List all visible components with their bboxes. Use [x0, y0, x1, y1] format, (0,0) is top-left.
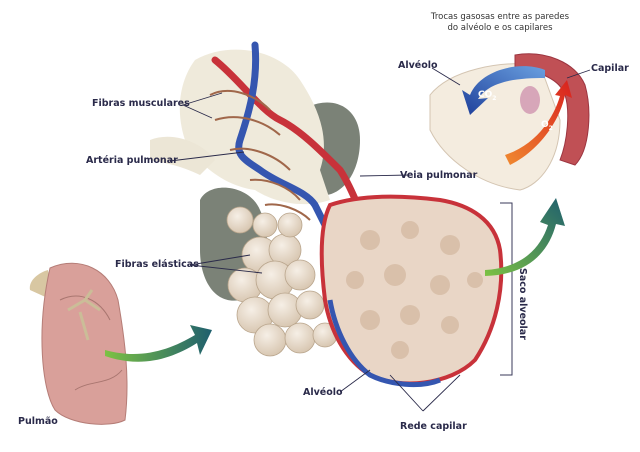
- caption-line-2: do alvéolo e os capilares: [447, 23, 553, 33]
- lung-illustration: [29, 262, 128, 425]
- label-alveolo: Alvéolo: [303, 387, 343, 398]
- label-rede-capilar: Rede capilar: [400, 421, 467, 432]
- gas-exchange-inset: [429, 53, 590, 191]
- label-veia-pulmonar: Veia pulmonar: [400, 170, 478, 181]
- muscle-fibers: [209, 90, 311, 221]
- inset-caption: Trocas gasosas entre as paredes do alvéo…: [420, 12, 580, 34]
- label-pulmao: Pulmão: [18, 416, 58, 427]
- pulmonary-vein: [235, 41, 334, 239]
- label-fibras-elasticas: Fibras elásticas: [115, 259, 199, 270]
- alveoli-cluster: [226, 206, 338, 357]
- saco-alveolar-bracket: [500, 202, 513, 376]
- label-capilar: Capilar: [591, 63, 629, 74]
- label-saco-alveolar: Saco alveolar: [517, 268, 528, 340]
- lung-to-alveoli-arrow: [105, 325, 212, 362]
- alveolar-sac-section: [319, 194, 504, 387]
- o2-sub: 2: [548, 124, 553, 132]
- caption-line-1: Trocas gasosas entre as paredes: [430, 12, 570, 22]
- co2-base: CO: [478, 90, 493, 100]
- co2-sub: 2: [492, 94, 497, 102]
- pulmonary-artery: [211, 56, 364, 214]
- alveolus-to-inset-arrow: [485, 198, 565, 276]
- label-co2: CO2: [478, 90, 496, 102]
- label-o2: O2: [541, 120, 553, 132]
- label-alveolo-inset: Alvéolo: [398, 60, 438, 71]
- label-fibras-musculares: Fibras musculares: [92, 98, 190, 109]
- label-arteria-pulmonar: Artéria pulmonar: [86, 155, 178, 166]
- bronchiole-tube: [179, 49, 330, 205]
- o2-base: O: [541, 120, 549, 130]
